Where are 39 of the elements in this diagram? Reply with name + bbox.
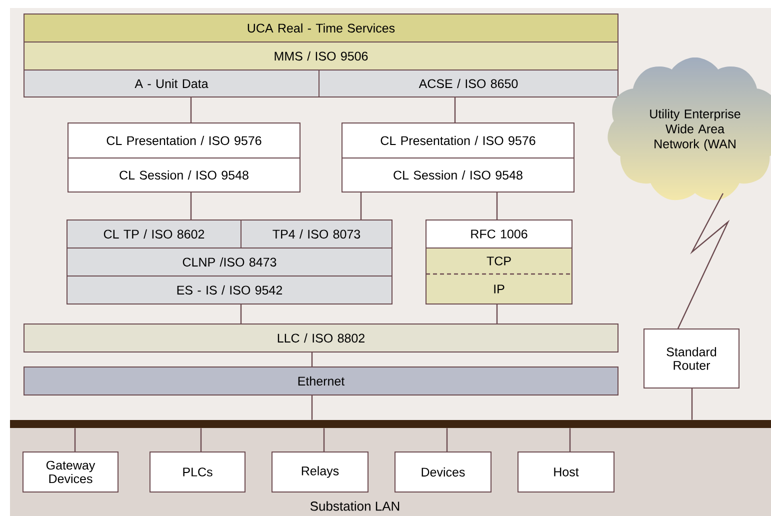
protocol-layer: MMS / ISO 9506	[24, 42, 618, 70]
device-box: Devices	[394, 452, 492, 492]
router-box: Standard Router	[644, 328, 740, 388]
device-box: PLCs	[150, 452, 246, 492]
protocol-layer: LLC / ISO 8802	[24, 324, 618, 352]
protocol-layer: ACSE / ISO 8650	[318, 70, 618, 98]
protocol-layer: RFC 1006	[426, 220, 572, 248]
protocol-layer: ES - IS / ISO 9542	[66, 276, 392, 304]
protocol-layer: CL Session / ISO 9548	[342, 158, 574, 192]
protocol-layer: CL Presentation / ISO 9576	[342, 122, 574, 158]
connector-line	[323, 428, 325, 452]
device-box: Gateway Devices	[22, 452, 118, 492]
network-cloud: Utility Enterprise Wide Area Network (WAN	[650, 109, 740, 151]
protocol-layer: UCA Real - Time Services	[24, 14, 618, 42]
protocol-layer: TP4 / ISO 8073	[240, 220, 392, 248]
protocol-layer: CL TP / ISO 8602	[66, 220, 242, 248]
connector-line	[311, 352, 313, 366]
protocol-layer: A - Unit Data	[24, 70, 320, 98]
protocol-layer: IP	[426, 274, 572, 304]
device-box: Relays	[272, 452, 368, 492]
connector-line	[190, 192, 192, 220]
connector-line	[190, 98, 192, 122]
connector-line	[446, 428, 448, 452]
connector-line	[360, 192, 362, 220]
protocol-layer: CL Session / ISO 9548	[68, 158, 300, 192]
connector-line	[496, 304, 498, 324]
connector-line	[311, 396, 313, 420]
connector-line	[496, 192, 498, 220]
protocol-layer: CL Presentation / ISO 9576	[68, 122, 300, 158]
area-label: Substation LAN	[310, 501, 400, 511]
connector-line	[74, 428, 76, 452]
connector-line	[569, 428, 571, 452]
protocol-layer: Ethernet	[24, 366, 618, 396]
connector-line	[454, 98, 456, 122]
connector-line	[200, 428, 202, 452]
connector-line	[240, 304, 242, 324]
connector-line	[691, 388, 693, 420]
protocol-layer: TCP	[426, 248, 572, 274]
device-box: Host	[518, 452, 614, 492]
